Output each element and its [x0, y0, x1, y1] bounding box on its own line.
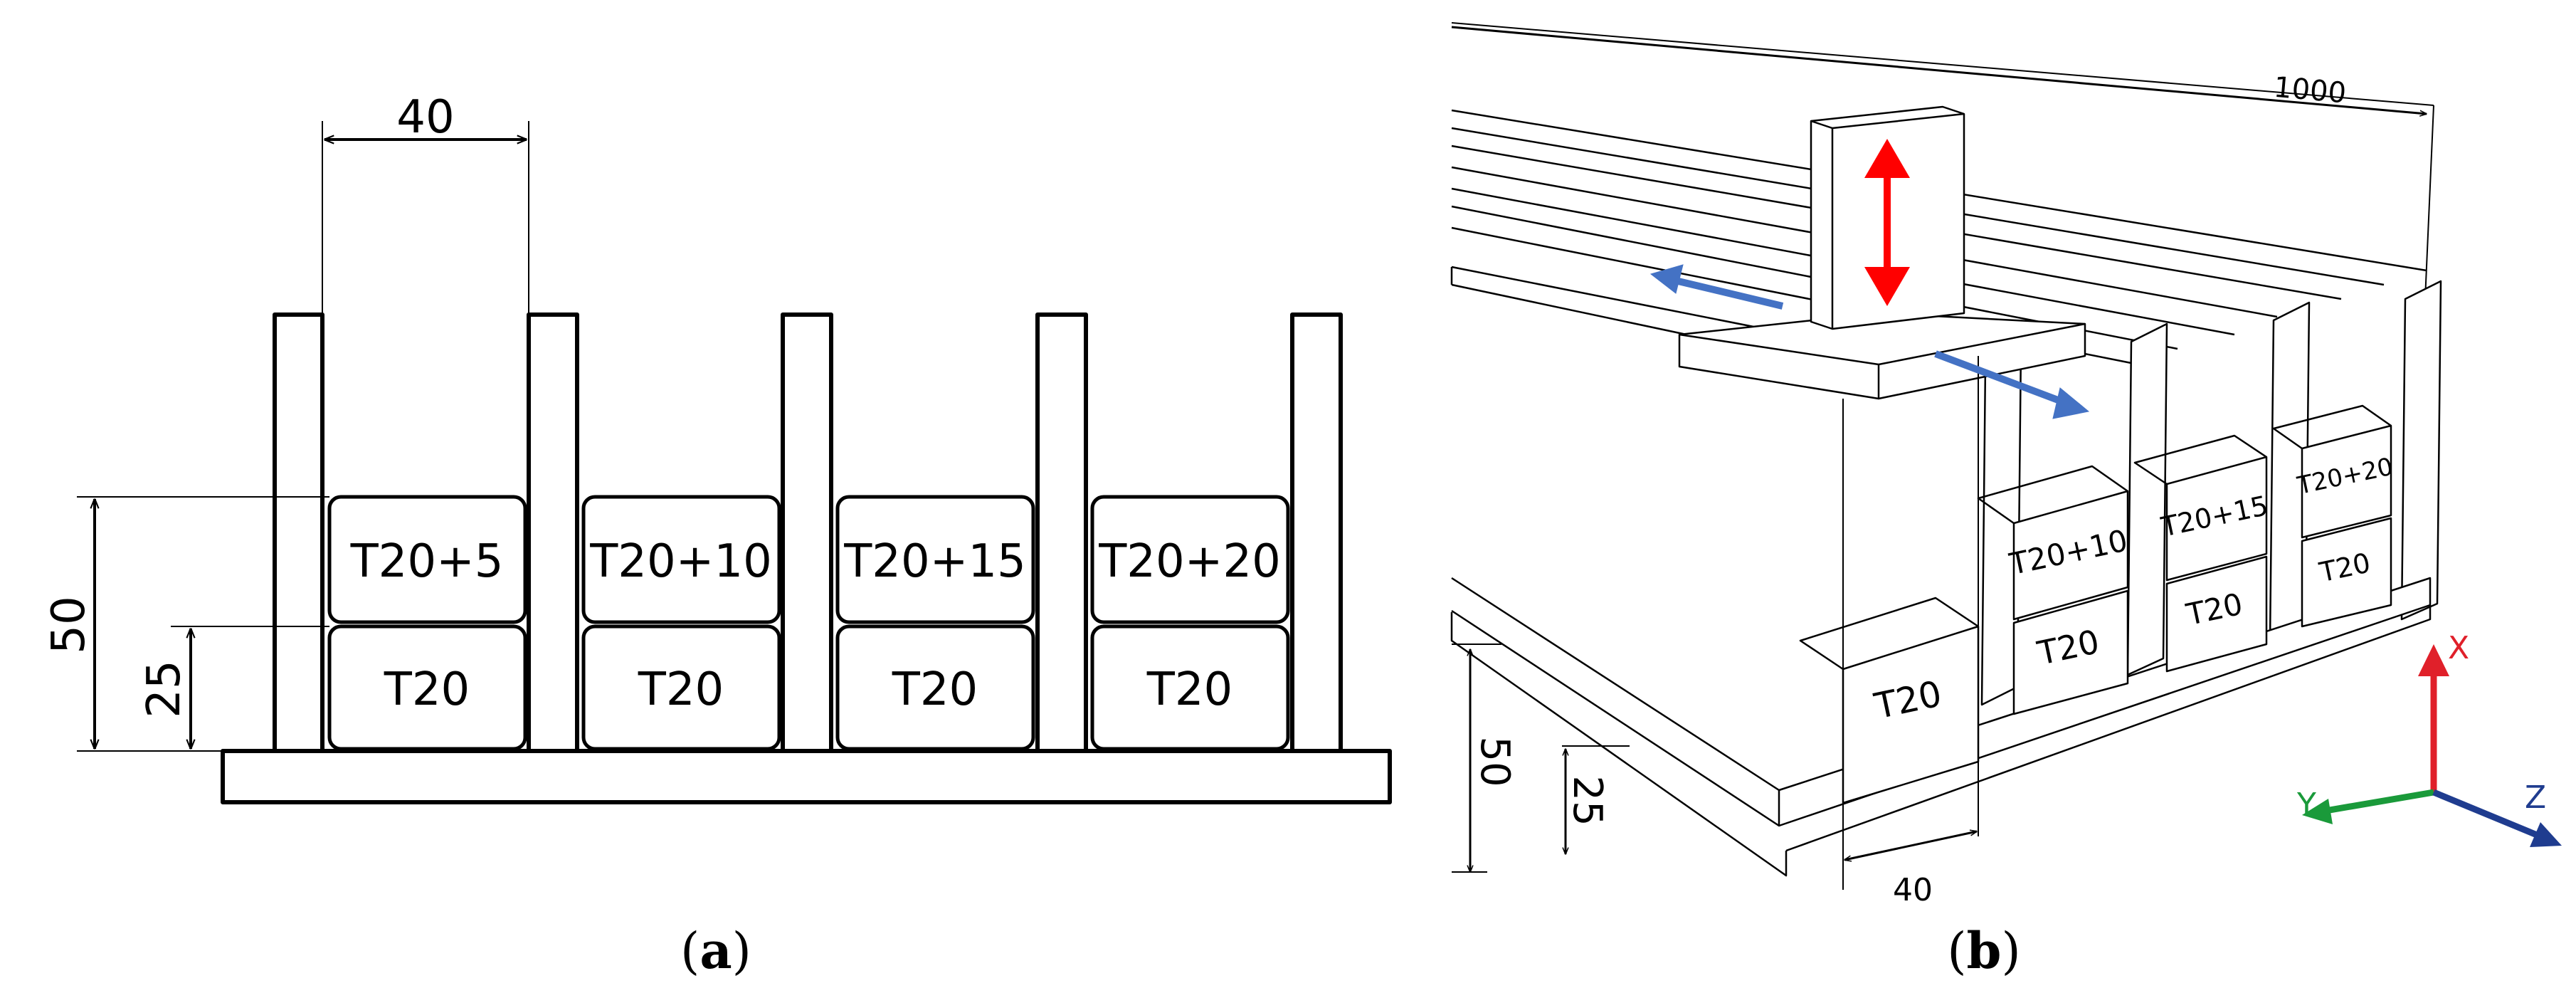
panel-a-dimensions	[77, 121, 529, 752]
post	[781, 312, 833, 753]
axis-y-line	[2321, 789, 2434, 815]
axis-z-arrowhead	[2530, 822, 2562, 847]
axis-y-arrowhead	[2302, 799, 2333, 824]
post	[1035, 312, 1088, 753]
dimension-label-height-lower-b: 25	[1564, 775, 1610, 826]
box-t20+10	[2012, 490, 2129, 621]
dimension-label-width: 40	[396, 91, 454, 144]
dimension-label-width-b: 40	[1893, 872, 1933, 908]
width-dimension-line-b	[1844, 831, 1977, 860]
cell-lower	[835, 624, 1035, 751]
axis-x-arrowhead	[2418, 644, 2449, 676]
cell-label-lower: T20	[638, 663, 724, 716]
dimension-label-height-total-b: 50	[1472, 736, 1518, 787]
post	[1290, 312, 1343, 753]
cell-label-upper: T20+15	[843, 535, 1026, 588]
vertical-motion-arrow	[1864, 139, 1910, 306]
base-plate	[221, 749, 1392, 804]
cell-upper	[581, 495, 781, 624]
axis-label-z: Z	[2525, 779, 2546, 816]
cell-lower	[581, 624, 781, 751]
axis-triad	[2302, 644, 2562, 847]
wall-plate	[2126, 322, 2168, 676]
box-t20+20	[2301, 424, 2392, 539]
cell-label-lower: T20	[384, 663, 470, 716]
cell-upper	[1090, 495, 1290, 624]
length-dimension-line	[1451, 26, 2427, 114]
cell-lower	[1090, 624, 1290, 751]
cell-label-lower: T20	[892, 663, 978, 716]
dimension-label-height-total: 50	[43, 596, 95, 653]
dimension-label-height-lower: 25	[138, 660, 191, 718]
dimension-label-length: 1000	[2272, 71, 2347, 110]
box-t20+15	[2165, 456, 2268, 582]
cell-upper	[835, 495, 1035, 624]
box-t20	[2012, 589, 2129, 715]
horizontal-motion-arrow	[1934, 350, 2090, 419]
caption-a: (a)	[680, 921, 751, 980]
axis-z-line	[2432, 789, 2542, 840]
box-t20	[2165, 555, 2268, 673]
cell-label-lower: T20	[1146, 663, 1233, 716]
axis-label-y: Y	[2296, 787, 2316, 823]
panel-a-cross-section	[221, 312, 1392, 804]
box-t20	[2301, 517, 2392, 628]
panel-b-isometric	[1450, 22, 2442, 890]
cell-label-upper: T20+10	[589, 535, 772, 588]
cell-lower	[327, 624, 527, 751]
cell-label-upper: T20+20	[1098, 535, 1281, 588]
post	[273, 312, 324, 753]
wall-plate	[2400, 280, 2442, 621]
horizontal-motion-arrow	[1649, 264, 1784, 310]
post	[527, 312, 579, 753]
cell-upper	[327, 495, 527, 624]
axis-label-x: X	[2448, 630, 2469, 666]
base-plate-b	[1451, 577, 2432, 827]
cell-label-upper: T20+5	[350, 535, 504, 588]
caption-b: (b)	[1947, 921, 2021, 980]
